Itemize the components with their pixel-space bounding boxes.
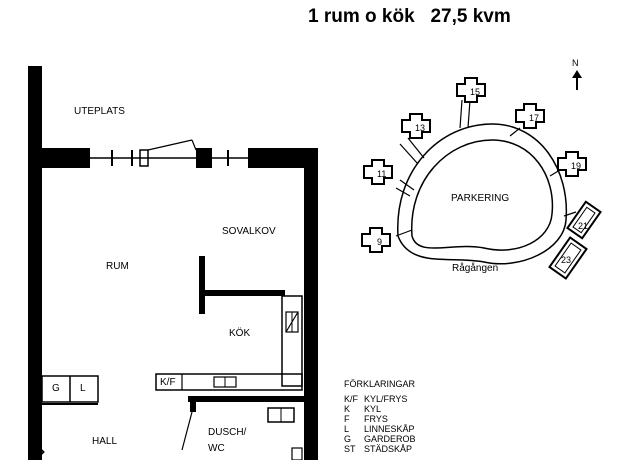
building-number: 9 [377, 237, 383, 247]
label-kyl-frys: K/F [160, 377, 176, 388]
room-label-wc: WC [208, 443, 225, 454]
room-label-hall: HALL [92, 436, 118, 447]
label-garderob: G [52, 383, 60, 394]
compass-north-label: N [572, 58, 579, 68]
label-linneskap: L [80, 383, 86, 394]
building-number: 15 [470, 87, 481, 97]
building-number: 19 [571, 161, 582, 171]
building-number: 11 [377, 169, 387, 179]
site-label-road: Rågången [452, 263, 499, 274]
building-number: 21 [578, 221, 589, 231]
room-label-dusch: DUSCH/ [208, 427, 247, 438]
legend-title: FÖRKLARINGAR [344, 379, 416, 389]
page-title: 1 rum o kök 27,5 kvm [308, 6, 511, 27]
room-label-rum: RUM [106, 261, 129, 272]
room-label-sovalkov: SOVALKOV [222, 226, 276, 237]
building-number: 23 [561, 255, 572, 265]
building-number: 13 [415, 123, 426, 133]
site-label-parkering: PARKERING [451, 193, 510, 204]
room-label-uteplats: UTEPLATS [74, 106, 125, 117]
room-label-kok: KÖK [229, 328, 251, 339]
building-number: 17 [529, 113, 540, 123]
